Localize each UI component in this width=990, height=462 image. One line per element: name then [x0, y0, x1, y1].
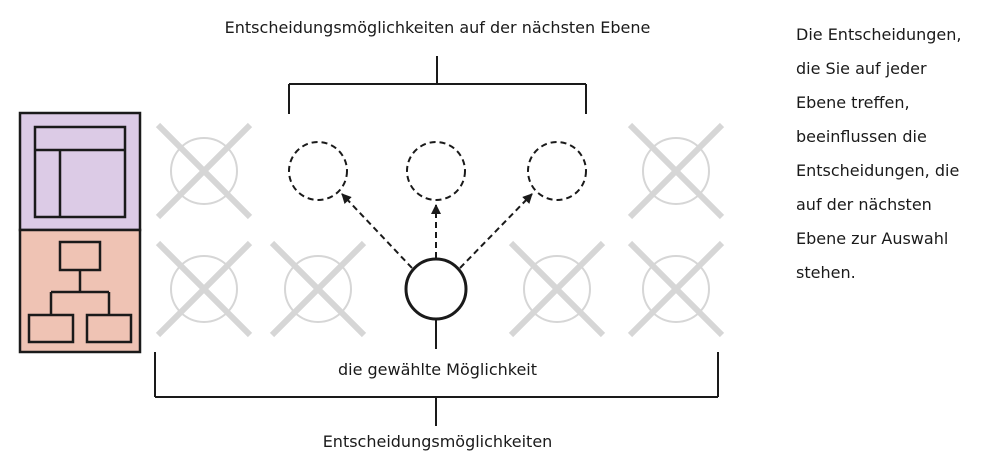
- excluded-option: [155, 240, 253, 338]
- excluded-option: [155, 122, 253, 220]
- layout-level-panel: [18, 111, 142, 232]
- excluded-option: [627, 240, 725, 338]
- side-note-line: auf der nächsten: [796, 195, 932, 214]
- arrow: [459, 193, 533, 269]
- chosen-option-label: die gewählte Möglichkeit: [337, 360, 538, 379]
- side-note-line: Die Entscheidungen,: [796, 25, 962, 44]
- arrow: [341, 193, 413, 269]
- next-option-circle: [406, 141, 466, 201]
- side-note-line: die Sie auf jeder: [796, 59, 927, 78]
- side-note: Die Entscheidungen, die Sie auf jeder Eb…: [796, 18, 986, 290]
- level-icon-panel: [18, 111, 142, 354]
- excluded-option: [508, 240, 606, 338]
- side-note-line: beeinflussen die: [796, 127, 927, 146]
- hierarchy-icon: [27, 240, 133, 344]
- next-level-options-label: Entscheidungsmöglichkeiten auf der nächs…: [224, 18, 651, 37]
- influence-arrows: [341, 193, 533, 269]
- side-note-line: Ebene treffen,: [796, 93, 910, 112]
- side-note-line: Entscheidungen, die: [796, 161, 960, 180]
- next-option-circle: [527, 141, 587, 201]
- side-note-line: Ebene zur Auswahl: [796, 229, 949, 248]
- chosen-option-circle: [404, 257, 468, 321]
- next-option-circle: [288, 141, 348, 201]
- side-note-line: stehen.: [796, 263, 856, 282]
- decision-options-label: Entscheidungsmöglichkeiten: [322, 432, 553, 451]
- excluded-option: [627, 122, 725, 220]
- bottom-bracket: [154, 352, 719, 426]
- excluded-option: [269, 240, 367, 338]
- top-bracket: [288, 56, 587, 114]
- page-layout-icon: [33, 125, 127, 219]
